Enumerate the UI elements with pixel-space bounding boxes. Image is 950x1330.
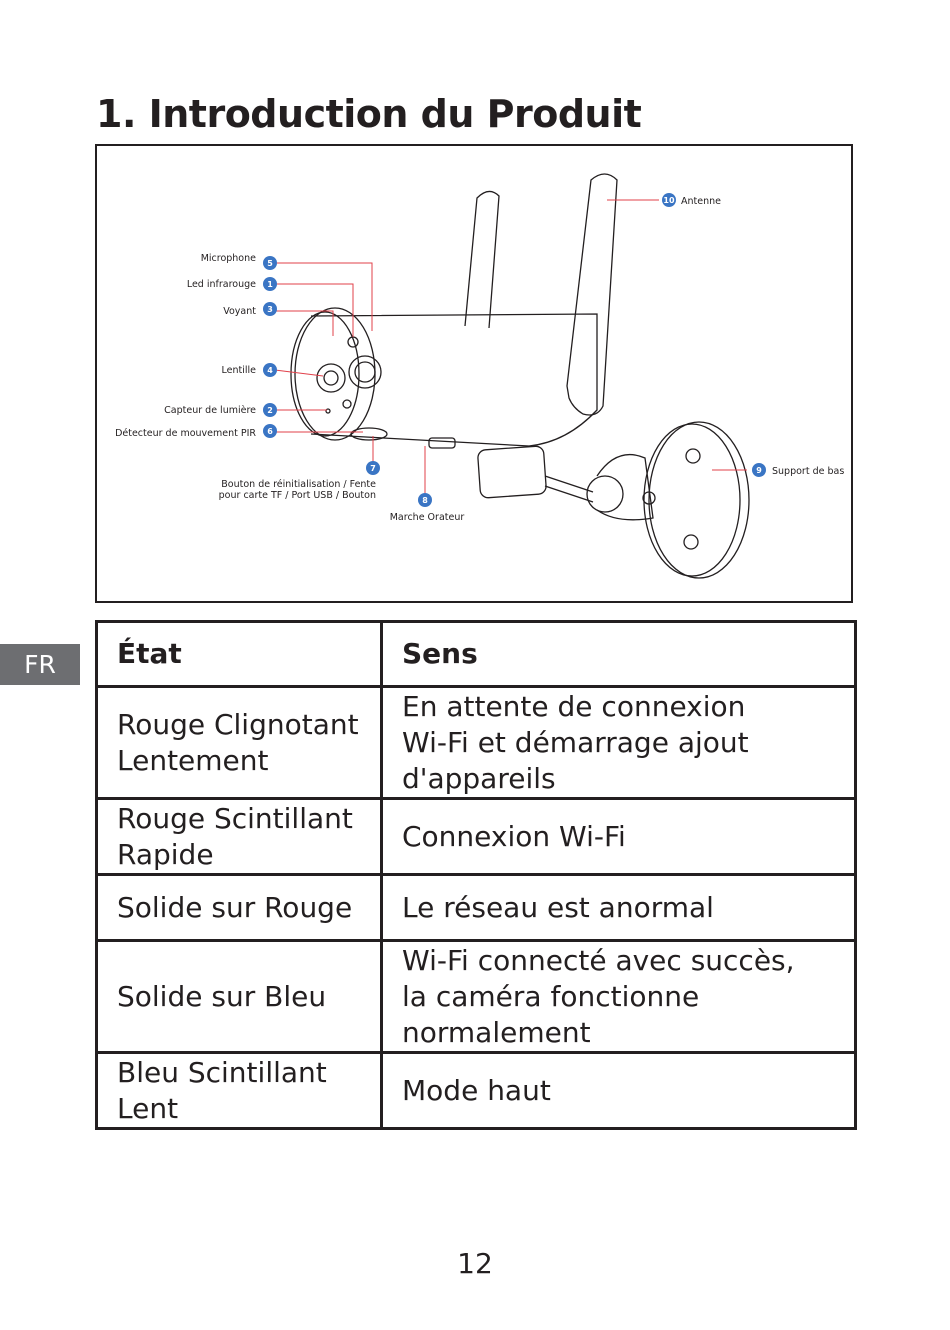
callout-number: 9 [756, 466, 762, 475]
callout-ir-led: 1 Led infrarouge [187, 277, 277, 291]
callout-number: 8 [422, 496, 428, 505]
state-cell: Solide sur Bleu [95, 939, 383, 1054]
page-title: 1. Introduction du Produit [96, 92, 642, 136]
callout-number: 7 [370, 464, 376, 473]
callout-lens: 4 Lentille [222, 363, 277, 377]
callout-number: 6 [267, 427, 273, 436]
camera-drawing [290, 173, 750, 579]
callout-label-light-sensor: Capteur de lumière [164, 405, 256, 416]
product-diagram: 5 Microphone 1 Led infrarouge 3 Voyant 4… [95, 144, 853, 603]
callout-number: 2 [267, 406, 273, 415]
callout-reset-button: 7 Bouton de réinitialisation / Fente pou… [219, 461, 380, 501]
callout-number: 5 [267, 259, 273, 268]
meaning-cell: Wi-Fi connecté avec succès,la caméra fon… [380, 939, 857, 1054]
table-row: Solide sur Bleu Wi-Fi connecté avec succ… [95, 939, 857, 1054]
callout-light-sensor: 2 Capteur de lumière [164, 403, 277, 417]
camera-illustration: 5 Microphone 1 Led infrarouge 3 Voyant 4… [115, 173, 844, 579]
callout-label-antenna: Antenne [681, 196, 721, 207]
leader-lines [274, 199, 747, 496]
page-number: 12 [457, 1247, 493, 1280]
callout-pir-detector: 6 Détecteur de mouvement PIR [115, 424, 277, 439]
table-row: Solide sur Rouge Le réseau est anormal [95, 873, 857, 942]
callout-label-pir: Détecteur de mouvement PIR [115, 428, 256, 439]
table-header-row: État Sens [95, 620, 857, 688]
header-state: État [95, 620, 383, 688]
camera-face-shape [290, 311, 360, 437]
callout-label-ir-led: Led infrarouge [187, 279, 256, 290]
meaning-cell: Mode haut [380, 1051, 857, 1130]
callout-mount: 9 Support de bas [752, 463, 844, 477]
callout-number: 10 [663, 196, 675, 205]
callout-indicator-light: 3 Voyant [223, 302, 277, 317]
front-antenna-shape [566, 173, 618, 416]
wall-mount-plate-shape [643, 423, 741, 577]
connector-shape [477, 445, 547, 499]
callout-label-reset-line1: Bouton de réinitialisation / Fente [221, 479, 376, 490]
callout-label-lens: Lentille [222, 365, 257, 376]
callout-antenna: 10 Antenne [662, 193, 721, 207]
callout-number: 3 [267, 305, 273, 314]
callout-number: 4 [267, 366, 273, 375]
state-cell: Solide sur Rouge [95, 873, 383, 942]
callout-label-speaker: Marche Orateur [390, 512, 465, 523]
meaning-cell: Le réseau est anormal [380, 873, 857, 942]
language-tab: FR [0, 644, 80, 685]
callout-speaker: 8 Marche Orateur [390, 493, 465, 523]
rear-antenna-shape [464, 190, 500, 329]
meaning-cell: Connexion Wi-Fi [380, 797, 857, 876]
callout-label-reset-line2: pour carte TF / Port USB / Bouton [219, 490, 376, 501]
callout-label-mount: Support de bas [772, 466, 844, 477]
camera-body-shape [310, 313, 598, 447]
callout-label-microphone: Microphone [201, 253, 256, 264]
speaker-grill-shape [428, 437, 456, 449]
callout-number: 1 [267, 280, 273, 289]
callout-microphone: 5 Microphone [201, 253, 277, 270]
callout-label-indicator: Voyant [223, 306, 256, 317]
header-meaning: Sens [380, 620, 857, 688]
